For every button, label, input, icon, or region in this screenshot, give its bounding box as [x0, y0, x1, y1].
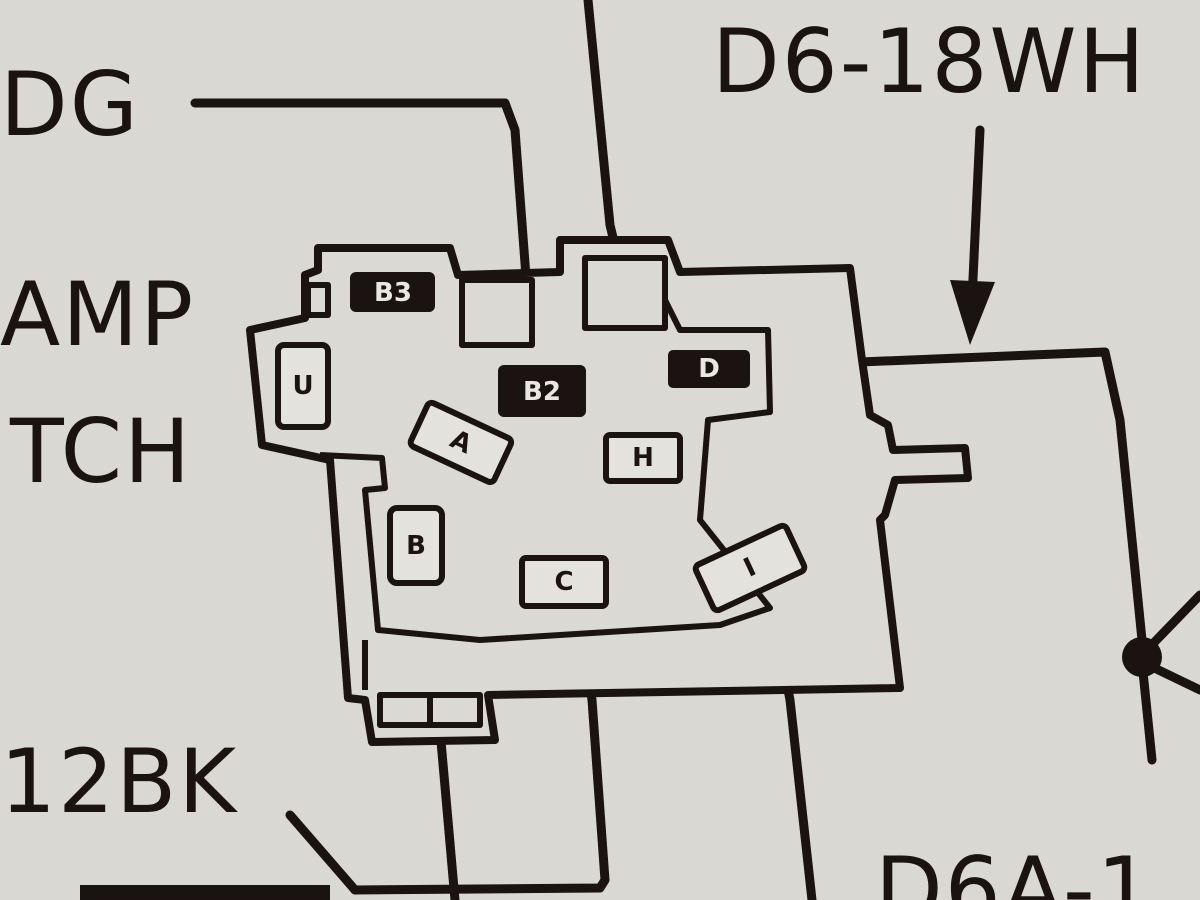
- junction-dot-icon: [1122, 637, 1162, 677]
- terminal-d-label: D: [698, 354, 720, 384]
- label-12bk: 12BK: [0, 730, 238, 833]
- terminal-c: C: [519, 555, 609, 609]
- label-tch: TCH: [9, 400, 192, 503]
- terminal-d: D: [668, 350, 750, 388]
- switch-slot-left: [459, 277, 535, 348]
- terminal-b3-label: B3: [374, 278, 412, 308]
- wire-bottom-bar: [80, 885, 330, 900]
- wire-dg: [190, 98, 538, 375]
- terminal-b2: B2: [498, 365, 586, 417]
- terminal-c-label: C: [554, 567, 573, 597]
- switch-slot-center: [582, 255, 668, 331]
- wire-labels: DG D6-18WH AMP TCH 12BK D6A-1: [0, 10, 1155, 900]
- terminal-i: I: [692, 522, 808, 614]
- terminal-u-label: U: [292, 371, 313, 401]
- switch-inner-frame: [319, 298, 773, 643]
- terminal-b: B: [387, 505, 445, 586]
- terminal-b3: B3: [350, 272, 435, 312]
- terminals: B3 B2 D U A H B: [275, 272, 808, 614]
- label-dg: DG: [0, 53, 140, 156]
- switch-body: [246, 236, 972, 746]
- wire-junction-down: [1137, 657, 1157, 765]
- label-amp: AMP: [0, 263, 195, 366]
- label-d6-18wh: D6-18WH: [712, 10, 1147, 113]
- switch-notch: [305, 282, 331, 318]
- terminal-h: H: [603, 432, 683, 484]
- wire-d6-arrow-shaft: [967, 125, 985, 305]
- terminal-h-label: H: [632, 443, 654, 473]
- switch-housing: [246, 236, 972, 746]
- terminal-b2-label: B2: [523, 377, 561, 407]
- arrow-head-icon: [950, 280, 995, 345]
- terminal-a: A: [407, 399, 515, 485]
- terminal-u: U: [275, 342, 331, 430]
- terminal-b-label: B: [406, 531, 426, 561]
- label-d6a: D6A-1: [875, 838, 1155, 900]
